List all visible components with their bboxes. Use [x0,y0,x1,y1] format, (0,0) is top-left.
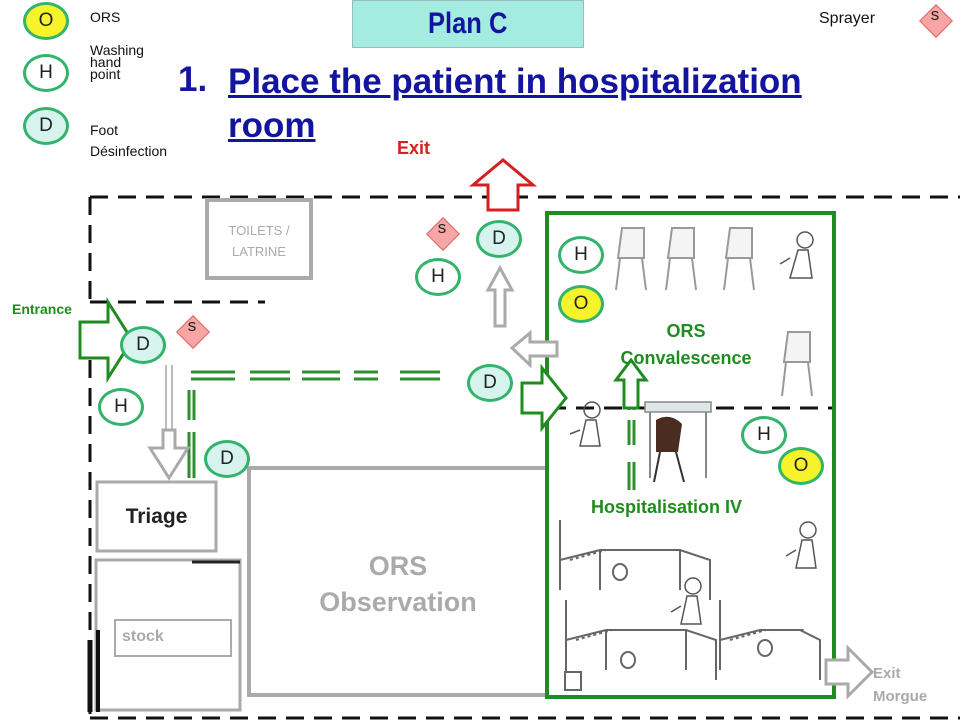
hospital-table-chair [644,401,712,483]
exit-morgue-line2: Morgue [873,688,928,705]
legend-foot-line2: Désinfection [90,143,168,159]
entrance-label: Entrance [12,301,72,317]
marker-o-label: O [793,455,809,476]
marker-o-label: O [573,293,589,314]
sprayer-marker-exit-label: s [437,218,447,237]
hand-washing-hospitalisation: H [741,416,787,454]
toilets-room [205,198,313,280]
plan-title: Plan C [428,7,508,40]
toilets-label-line1: TOILETS / [228,223,290,238]
step-number: 1. [178,60,208,99]
marker-d-label: D [483,372,497,393]
observation-label-line1: ORS [368,551,428,581]
legend-washing-label: Washing hand point [90,43,144,81]
hand-washing-exit: H [415,258,461,296]
convalescence-label-line2: Convalescence [620,348,752,368]
legend-foot-disinfection-marker: D [23,107,69,145]
legend-washing-symbol: H [39,62,53,83]
marker-d-label: D [492,228,506,249]
marker-h-label: H [431,266,445,287]
triage-down-arrow [147,428,191,481]
entrance-arrow [78,296,134,384]
ors-point-hospitalisation: O [778,447,824,485]
legend-ors-marker: O [23,2,69,40]
observation-room [247,466,549,697]
exit-morgue-label: Exit Morgue [873,662,927,708]
legend-washing-line2: hand [90,54,122,70]
hand-washing-convalescence: H [558,236,604,274]
morgue-exit-arrow [824,644,875,700]
staff-figures [569,231,817,625]
hospitalisation-room [545,211,836,699]
marker-h-label: H [574,244,588,265]
foot-disinfection-entrance: D [120,326,166,364]
exit-path-left-arrow [509,329,559,369]
foot-disinfection-room-entry: D [467,364,513,402]
toilets-label: TOILETS / LATRINE [207,220,311,262]
hospital-beds [559,520,821,691]
legend-washing-line1: Washing [90,42,144,58]
legend-foot-line1: Foot [90,122,119,138]
marker-h-label: H [114,396,128,417]
legend-foot-symbol: D [39,115,53,136]
observation-label-line2: Observation [319,587,477,617]
marker-h-label: H [757,424,771,445]
stock-label: stock [122,628,164,645]
toilets-label-line2: LATRINE [232,244,286,259]
marker-d-label: D [136,334,150,355]
triage-label: Triage [125,505,188,528]
triage-room [95,480,218,553]
pathway-gray-segments [165,365,173,430]
step-instruction: Place the patient in hospitalization roo… [228,60,802,148]
exit-label: Exit [397,138,431,158]
exit-arrow [468,158,538,212]
marker-d-label: D [220,448,234,469]
legend-foot-label: Foot Désinfection [90,120,167,162]
ors-point-convalescence: O [558,285,604,323]
convalescence-chairs [615,227,813,397]
legend-sprayer-label: Sprayer [819,10,876,27]
room-entry-arrow [520,363,568,433]
sprayer-marker-entrance-label: s [187,316,197,335]
legend-sprayer-symbol: s [930,5,940,24]
stock-box [114,619,232,657]
legend-washing-marker: H [23,54,69,92]
exit-path-up-arrow [485,264,515,328]
hospitalisation-label: Hospitalisation IV [591,497,743,517]
step-text-line2: room [228,106,316,145]
legend-washing-line3: point [90,66,121,82]
convalescence-label: ORS Convalescence [596,318,776,372]
step-text-line1: Place the patient in hospitalization [228,62,802,101]
legend-ors-symbol: O [38,10,54,31]
plan-title-box: Plan C [352,0,584,48]
hand-washing-entrance: H [98,388,144,426]
observation-label: ORS Observation [249,548,547,620]
foot-disinfection-exit: D [476,220,522,258]
legend-ors-label: ORS [90,9,121,25]
convalescence-label-line1: ORS [666,321,706,341]
convalescence-up-arrow [613,357,649,410]
exit-morgue-line1: Exit [873,665,901,682]
foot-disinfection-triage: D [204,440,250,478]
